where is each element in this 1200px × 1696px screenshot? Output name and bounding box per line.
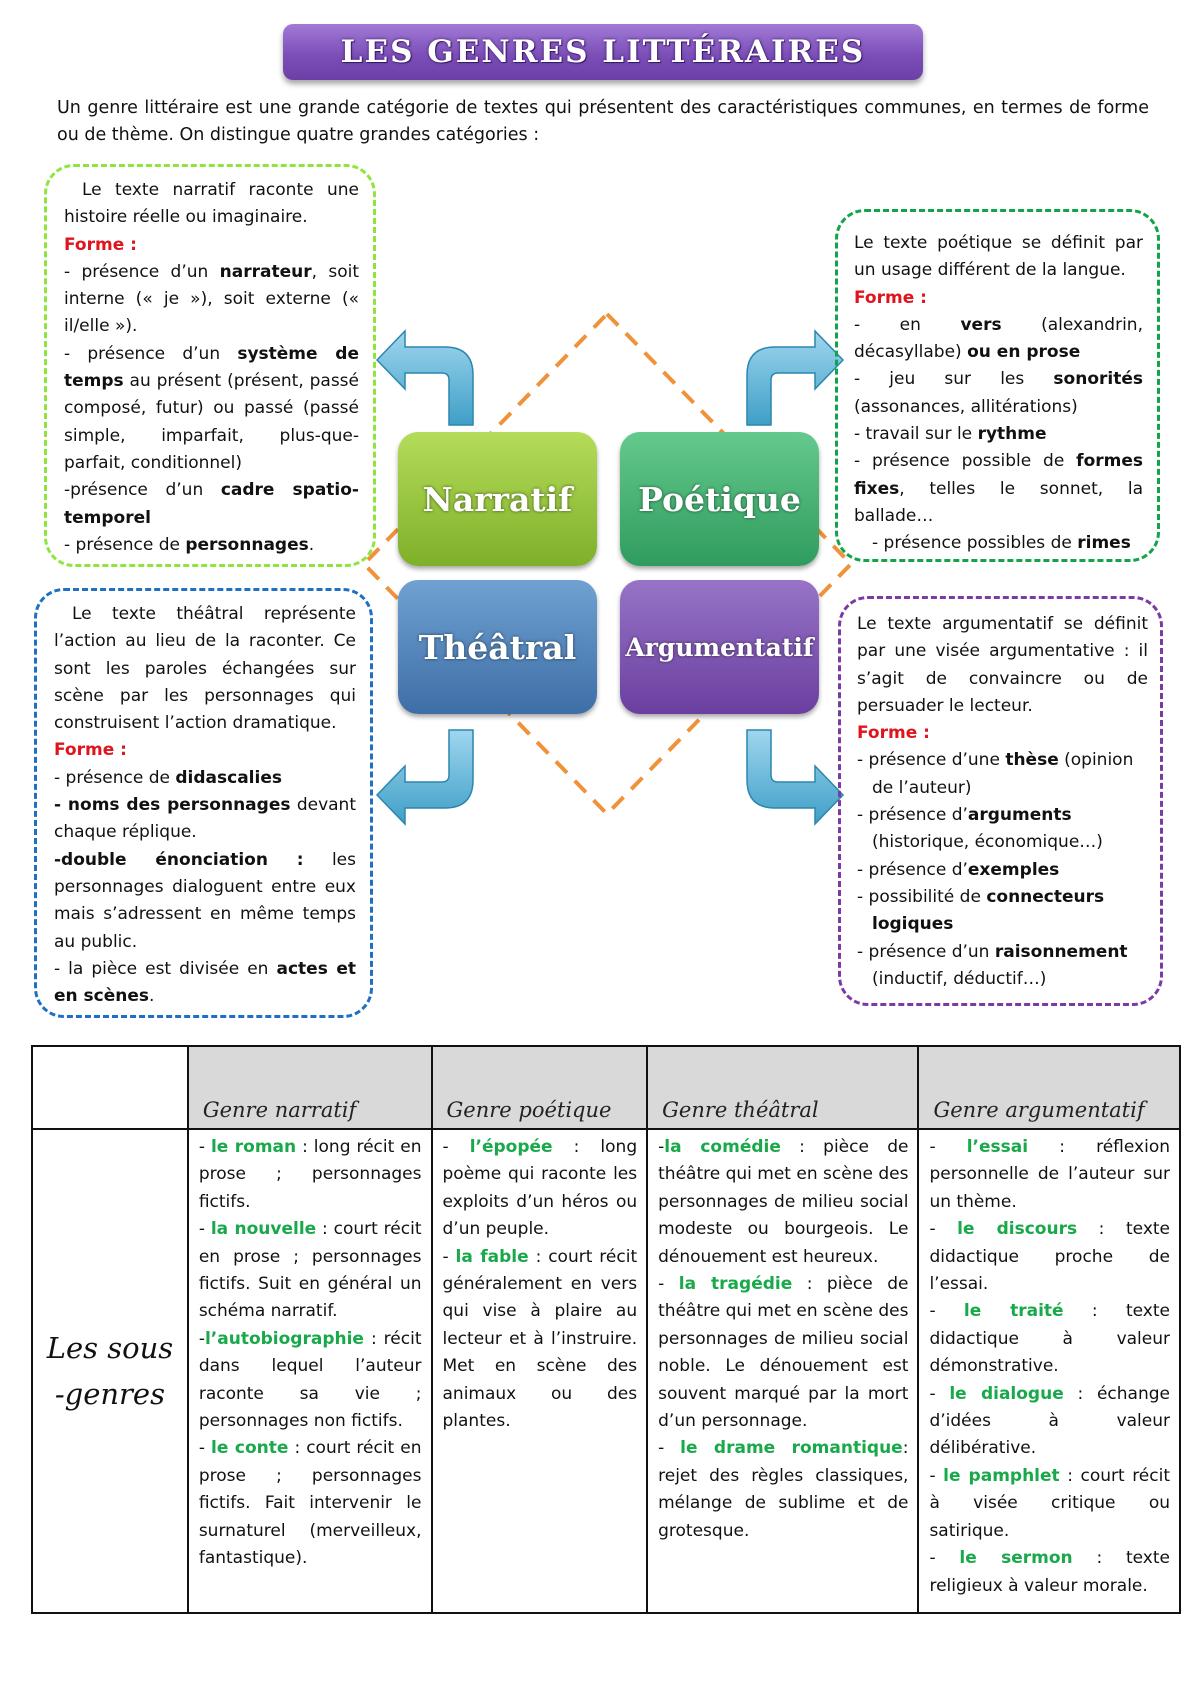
tile-poetique: Poétique xyxy=(620,432,819,566)
poetique-item: - en vers (alexandrin, décasyllabe) ou e… xyxy=(854,314,1143,363)
tile-theatral: Théâtral xyxy=(398,580,597,714)
arrow-narratif-icon xyxy=(375,329,474,426)
subgenres-table: Genre narratif Genre poétique Genre théâ… xyxy=(31,1045,1181,1614)
intro-paragraph: Un genre littéraire est une grande catég… xyxy=(57,98,1149,145)
poetique-item: - jeu sur les sonorités (assonances, all… xyxy=(854,369,1143,417)
poetique-item: - présence possibles de rimes xyxy=(872,533,1131,554)
row-label: Les sous -genres xyxy=(31,1128,189,1614)
page-title: LES GENRES LITTÉRAIRES xyxy=(340,34,866,70)
argumentatif-item: - présence d’un raisonnement (inductif, … xyxy=(857,941,1128,989)
argumentatif-item: - présence d’une thèse (opinion de l’aut… xyxy=(857,750,1134,798)
arrow-argumentatif-icon xyxy=(746,729,845,826)
header-poetique: Genre poétique xyxy=(430,1045,649,1130)
theatral-item: -double énonciation : les personnages di… xyxy=(54,849,356,952)
header-empty xyxy=(31,1045,189,1130)
table-row: Les sous -genres - le roman : long récit… xyxy=(31,1128,1181,1614)
cell-poetique: - l’épopée : long poème qui raconte les … xyxy=(430,1128,649,1614)
forme-label: Forme : xyxy=(854,287,927,308)
poetique-item: - travail sur le rythme xyxy=(854,424,1047,445)
narratif-item: -présence d’un cadre spatio-temporel xyxy=(64,480,359,528)
cell-argumentatif: - l’essai : réflexion personnelle de l’a… xyxy=(917,1128,1181,1614)
title-banner: LES GENRES LITTÉRAIRES xyxy=(283,24,923,80)
poetique-box: Le texte poétique se définit par un usag… xyxy=(835,209,1160,562)
forme-label: Forme : xyxy=(54,740,127,761)
argumentatif-item: - présence d’arguments (historique, écon… xyxy=(857,805,1103,853)
tile-narratif: Narratif xyxy=(398,432,597,566)
header-narratif: Genre narratif xyxy=(186,1045,433,1130)
narratif-item: - présence d’un système de temps au prés… xyxy=(64,343,359,473)
cell-narratif: - le roman : long récit en prose ; perso… xyxy=(186,1128,433,1614)
narratif-item: - présence d’un narrateur, soit interne … xyxy=(64,261,359,337)
narratif-intro: Le texte narratif raconte une histoire r… xyxy=(64,180,359,228)
theatral-intro: Le texte théâtral représente l’action au… xyxy=(54,604,356,734)
argumentatif-item: - présence d’exemples xyxy=(857,859,1060,880)
table-header-row: Genre narratif Genre poétique Genre théâ… xyxy=(31,1045,1181,1130)
narratif-item: - présence de personnages. xyxy=(64,534,315,555)
tile-argumentatif: Argumentatif xyxy=(620,580,819,714)
cell-theatral: -la comédie : pièce de théâtre qui met e… xyxy=(646,1128,920,1614)
header-theatral: Genre théâtral xyxy=(646,1045,920,1130)
forme-label: Forme : xyxy=(64,234,137,255)
forme-label: Forme : xyxy=(857,723,930,744)
narratif-box: Le texte narratif raconte une histoire r… xyxy=(44,164,376,567)
argumentatif-intro: Le texte argumentatif se définit par une… xyxy=(857,614,1148,716)
arrow-theatral-icon xyxy=(375,729,474,826)
argumentatif-item: - possibilité de connecteurs logiques xyxy=(857,886,1105,935)
poetique-intro: Le texte poétique se définit par un usag… xyxy=(854,233,1143,281)
arrow-poetique-icon xyxy=(746,329,845,426)
theatral-box: Le texte théâtral représente l’action au… xyxy=(34,588,373,1018)
argumentatif-box: Le texte argumentatif se définit par une… xyxy=(838,596,1163,1006)
poetique-item: - présence possible de formes fixes, tel… xyxy=(854,451,1143,526)
theatral-item: - la pièce est divisée en actes et en sc… xyxy=(54,958,357,1007)
theatral-item: - présence de didascalies xyxy=(54,767,282,788)
theatral-item: - noms des personnages devant chaque rép… xyxy=(54,795,356,843)
header-argumentatif: Genre argumentatif xyxy=(917,1045,1181,1130)
